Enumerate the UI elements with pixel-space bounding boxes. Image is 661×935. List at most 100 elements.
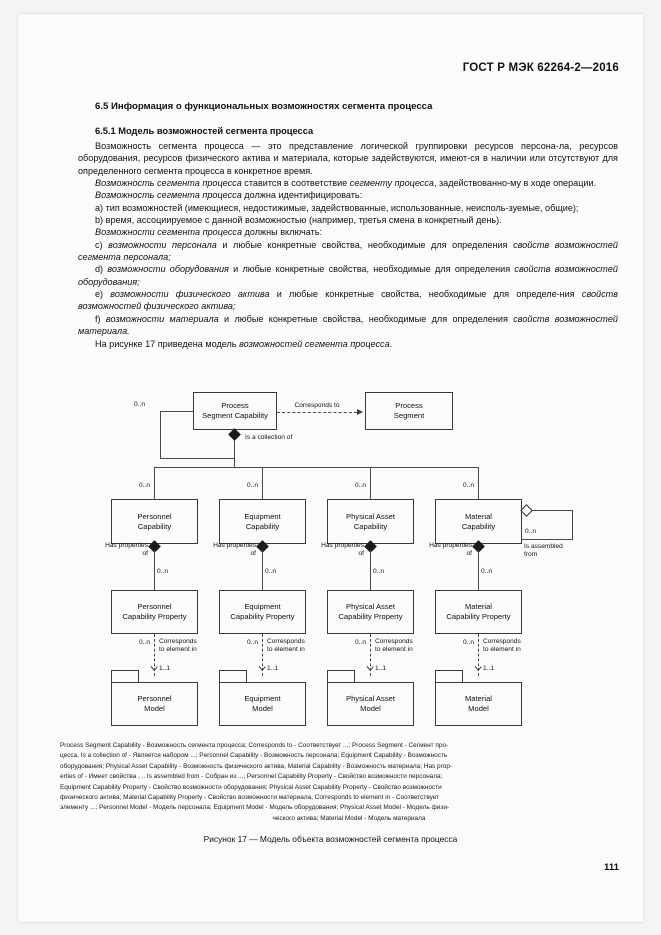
list-item-d-mid: и любые конкретные свойства, необходимые…: [228, 264, 515, 275]
box-label-line1: Equipment: [244, 511, 281, 521]
paragraph-11: На рисунке 17 приведена модель возможнос…: [78, 338, 618, 350]
multiplicity-model-3: 1..1: [375, 665, 386, 672]
list-item-e-pre: e): [95, 289, 111, 300]
paragraph-6-post: должны включать:: [242, 227, 323, 238]
box-personnel-capability: Personnel Capability: [111, 499, 198, 544]
label-has-properties-of-equipment: Has properties of: [192, 542, 256, 558]
body-text: Возможность сегмента процесса — это пред…: [78, 140, 618, 350]
box-label-line2: Segment: [393, 411, 425, 420]
box-label-line1: Physical Asset: [346, 602, 395, 612]
list-item-c-mid: и любые конкретные свойства, необходимые…: [216, 239, 514, 250]
legend-line: цесса, Is a collection of - Является наб…: [60, 752, 448, 760]
package-tab-personnel-model: [111, 670, 139, 683]
property-link-1: [154, 550, 155, 590]
box-label-line2: Model: [468, 704, 489, 713]
label-corresponds-to-element-2: Corresponds to element in: [267, 638, 305, 654]
assembled-loop-right: [572, 510, 573, 540]
selfloop-line-left: [160, 411, 161, 459]
legend-line: Process Segment Capability - Возможность…: [60, 742, 449, 749]
list-item-e-it2: свойств возможностей физического актива;: [78, 289, 618, 312]
box-material-capability: Material Capability: [435, 499, 522, 544]
label-line1: Corresponds: [483, 638, 521, 645]
multiplicity-corresponds-3: 0..n: [355, 639, 366, 646]
label-line2: to element in: [267, 646, 305, 654]
legend-line: ческого актива; Material Model - Модель …: [272, 814, 426, 822]
selfloop-line-bottom: [160, 458, 235, 459]
label-has-properties-of-physical-asset: Has properties of: [300, 542, 364, 558]
multiplicity-model-2: 1..1: [267, 665, 278, 672]
legend-line: Equipment Capability Property - Свойство…: [60, 783, 442, 791]
page-number: 111: [604, 862, 619, 873]
box-physical-asset-model: Physical Asset Model: [327, 682, 414, 726]
connector-corresponds-element-3: [370, 634, 371, 676]
list-item-c-it1: возможности персонала: [108, 239, 217, 250]
figure-17-diagram: Process Segment Capability Process Segme…: [78, 382, 623, 752]
list-item-d-pre: d): [95, 264, 108, 275]
label-line2: to element in: [375, 646, 413, 654]
box-label-line2: Capability: [461, 521, 496, 531]
connector-corresponds-to: [277, 412, 357, 413]
box-label-line2: Capability: [245, 521, 280, 531]
paragraph-6-it: Возможности сегмента процесса: [95, 227, 243, 238]
box-label-line1: Personnel: [137, 602, 172, 612]
document-sheet: ГОСТ Р МЭК 62264-2—2016 6.5 Информация о…: [18, 14, 643, 922]
box-equipment-capability-property: Equipment Capability Property: [219, 590, 306, 634]
paragraph-2-post: , задействованно-му в ходе операции.: [433, 178, 597, 189]
tree-trunk: [234, 458, 235, 468]
multiplicity-corresponds-2: 0..n: [247, 639, 258, 646]
paragraph-11-it: возможностей сегмента процесса: [239, 338, 390, 349]
list-item-f-pre: f): [95, 313, 106, 324]
multiplicity-corresponds-4: 0..n: [463, 639, 474, 646]
label-line2: to element in: [159, 646, 197, 654]
selfloop-line-top: [160, 411, 193, 412]
box-process-segment-capability: Process Segment Capability: [193, 392, 277, 430]
list-item-c-it2: свойств возможностей сегмента персонала;: [78, 239, 618, 263]
box-material-model: Material Model: [435, 682, 522, 726]
paragraph-3: Возможность сегмента процесса должна иде…: [78, 189, 618, 201]
subsection-heading: 6.5.1 Модель возможностей сегмента проце…: [95, 126, 314, 136]
legend-line: оборудования; Physical Asset Capability …: [60, 762, 453, 770]
box-label-line2: Capability Property: [338, 612, 403, 621]
list-item-f-mid: и любые конкретные свойства, необходимые…: [218, 313, 514, 324]
label-line2: to element in: [483, 646, 521, 654]
label-line1: Corresponds: [375, 638, 413, 645]
assembled-loop-top: [531, 510, 573, 511]
label-line1: Has properties: [213, 542, 256, 549]
box-label-line1: Process: [221, 401, 249, 411]
paragraph-3-post: должна идентифицировать:: [241, 190, 363, 201]
label-is-a-collection-of: Is a collection of: [245, 434, 293, 441]
label-line2: of: [250, 550, 257, 558]
paragraph-11-pre: На рисунке 17 приведена модель: [95, 338, 240, 349]
box-label-line2: Capability: [353, 521, 388, 531]
box-label-line1: Process: [395, 401, 423, 411]
section-heading: 6.5 Информация о функциональных возможно…: [95, 101, 433, 112]
multiplicity-property-1: 0..n: [157, 568, 168, 575]
list-item-d-it1: возможности оборудования: [107, 264, 229, 275]
paragraph-2: Возможность сегмента процесса ставится в…: [78, 177, 618, 189]
box-personnel-capability-property: Personnel Capability Property: [111, 590, 198, 634]
paragraph-2-it1: Возможность сегмента процесса: [95, 178, 242, 189]
box-label-line1: Material: [464, 694, 492, 704]
list-item-e-it1: возможности физического актива: [110, 289, 270, 300]
box-label-line1: Physical Asset: [346, 511, 395, 521]
assembled-loop-bottom: [522, 539, 573, 540]
box-label-line2: Capability: [137, 521, 172, 531]
box-label-line2: Model: [252, 704, 273, 713]
tree-drop-3: [370, 467, 371, 499]
paragraph-2-mid: ставится в соответствие: [241, 178, 350, 189]
label-has-properties-of-personnel: Has properties of: [84, 542, 148, 558]
multiplicity-is-assembled-from: 0..n: [525, 528, 536, 535]
list-item-b: b) время, ассоциируемое с данной возможн…: [95, 215, 502, 226]
box-process-segment: Process Segment: [365, 392, 453, 430]
list-item-d: d) возможности оборудования и любые конк…: [78, 263, 618, 288]
box-equipment-model: Equipment Model: [219, 682, 306, 726]
label-line1: Has properties: [321, 542, 364, 549]
box-material-capability-property: Material Capability Property: [435, 590, 522, 634]
label-corresponds-to: Corresponds to: [294, 402, 340, 409]
box-label-line1: Personnel: [137, 511, 172, 521]
tree-drop-2: [262, 467, 263, 499]
box-label-line1: Material: [464, 602, 492, 612]
multiplicity-corresponds-1: 0..n: [139, 639, 150, 646]
property-link-4: [478, 550, 479, 590]
box-label-line1: Physical Asset: [346, 694, 395, 704]
